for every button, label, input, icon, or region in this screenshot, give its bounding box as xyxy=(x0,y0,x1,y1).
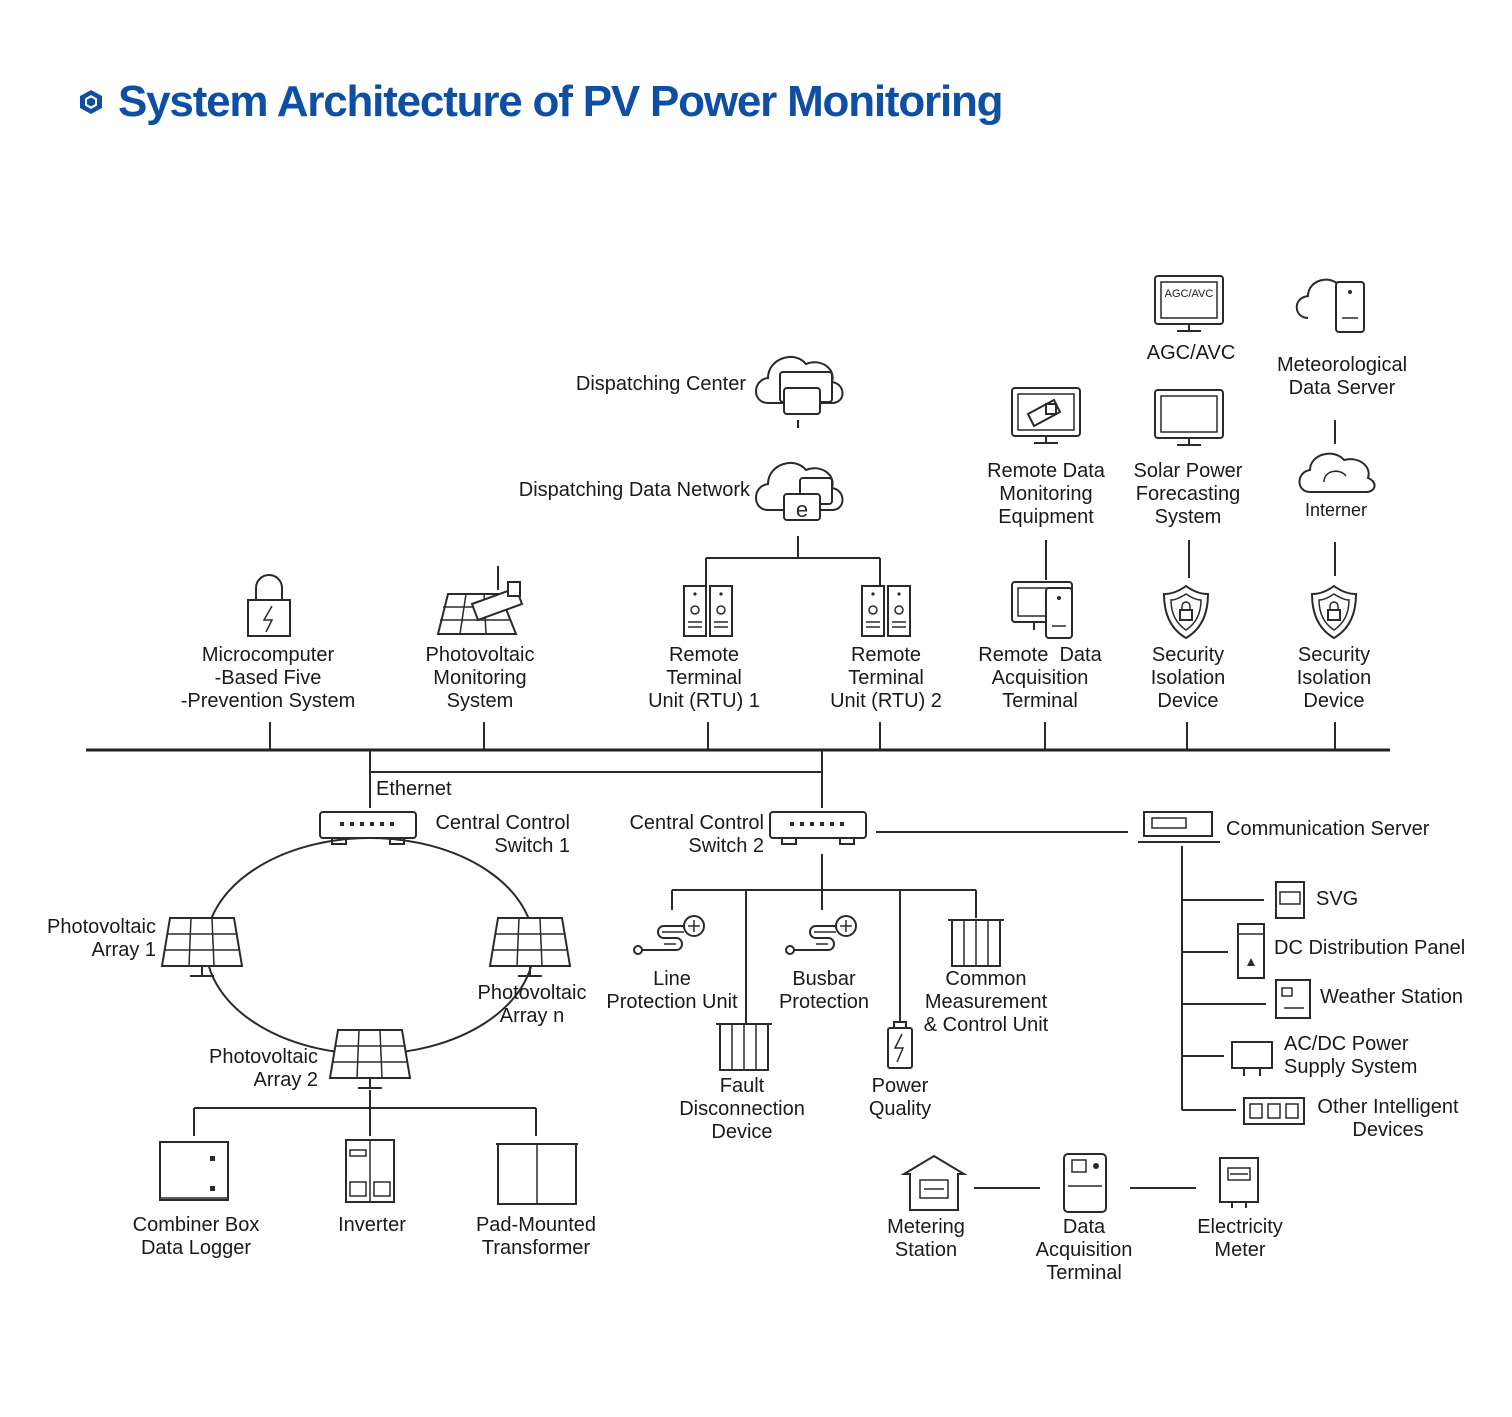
rtu-1-server-icon xyxy=(683,585,733,637)
security-isolation-device-2-label: Security Isolation Device xyxy=(1296,644,1372,712)
page-title: System Architecture of PV Power Monitori… xyxy=(118,77,1004,126)
cabinet-icon xyxy=(947,919,1005,967)
combiner-box-label: Combiner Box Data Logger xyxy=(132,1214,260,1259)
relay-icon xyxy=(633,915,705,955)
meter-icon xyxy=(1219,1157,1259,1208)
shield-lock-icon xyxy=(1163,585,1209,639)
dispatching-data-network-label: Dispatching Data Network xyxy=(518,479,750,501)
acquisition-terminal-icon xyxy=(1011,581,1073,639)
forecast-monitor-icon xyxy=(1154,389,1224,446)
solar-panel-icon xyxy=(489,917,571,977)
metering-station-label: Metering Station xyxy=(887,1216,965,1261)
pv-monitoring-icon xyxy=(436,566,524,635)
power-supply-monitor-icon xyxy=(1231,1041,1273,1076)
dc-distribution-panel-label: DC Distribution Panel xyxy=(1274,937,1466,959)
relay-icon xyxy=(785,915,857,955)
remote-data-monitoring-equipment-label: Remote Data Monitoring Equipment xyxy=(987,460,1105,528)
pad-mounted-transformer-label: Pad-Mounted Transformer xyxy=(475,1214,597,1259)
other-intelligent-devices-label: Other Intelligent Devices xyxy=(1317,1096,1459,1141)
ethernet-label: Ethernet xyxy=(376,778,452,800)
security-isolation-device-1-label: Security Isolation Device xyxy=(1150,644,1226,712)
common-measurement-control-label: Common Measurement & Control Unit xyxy=(923,968,1049,1036)
dispatching-network-icon: e xyxy=(755,461,844,522)
svg-label: SVG xyxy=(1316,888,1359,910)
pv-array-2-label: Photovoltaic Array 2 xyxy=(209,1046,318,1091)
solar-panel-icon xyxy=(161,917,243,977)
rack-server-icon xyxy=(1138,811,1220,843)
weather-station-label: Weather Station xyxy=(1320,986,1464,1008)
internet-label: Interner xyxy=(1304,500,1368,520)
solar-panel-icon xyxy=(329,1029,411,1089)
pv-monitoring-system-label: Photovoltaic Monitoring System xyxy=(425,644,535,712)
data-terminal-icon xyxy=(1063,1153,1107,1213)
solar-power-forecasting-label: Solar Power Forecasting System xyxy=(1133,460,1243,528)
network-switch-icon xyxy=(769,811,867,845)
padlock-icon xyxy=(247,574,291,637)
dispatching-center-icon xyxy=(755,355,844,415)
meteorological-data-server-label: Meteorological Data Server xyxy=(1276,354,1408,399)
rtu-1-label: Remote Terminal Unit (RTU) 1 xyxy=(648,644,760,712)
cloud-server-icon xyxy=(1295,278,1365,333)
dispatching-center-label: Dispatching Center xyxy=(575,373,746,395)
ac-dc-power-supply-label: AC/DC Power Supply System xyxy=(1284,1033,1418,1078)
pv-array-1-label: Photovoltaic Array 1 xyxy=(47,916,156,961)
combiner-box-icon xyxy=(159,1141,229,1201)
dc-panel-icon xyxy=(1237,923,1265,979)
fault-disconnection-device-label: Fault Disconnection Device xyxy=(679,1075,805,1143)
remote-data-acquisition-terminal-label: Remote Data Acquisition Terminal xyxy=(978,644,1102,712)
agc-avc-monitor-icon xyxy=(1154,275,1224,332)
electricity-meter-label: Electricity Meter xyxy=(1197,1216,1283,1261)
inverter-label: Inverter xyxy=(338,1214,406,1236)
agc-avc-screen-text: AGC/AVC xyxy=(1164,288,1214,300)
power-quality-label: Power Quality xyxy=(868,1075,932,1120)
svg-device-icon xyxy=(1275,881,1305,919)
svg-text:e: e xyxy=(796,497,808,522)
line-protection-unit-label: Line Protection Unit xyxy=(606,968,738,1013)
hexagon-bullet-icon xyxy=(80,90,102,114)
communication-server-label: Communication Server xyxy=(1226,818,1430,840)
rtu-2-label: Remote Terminal Unit (RTU) 2 xyxy=(830,644,942,712)
cabinet-icon xyxy=(715,1023,773,1071)
inverter-icon xyxy=(345,1139,395,1203)
intelligent-devices-icon xyxy=(1243,1097,1305,1125)
weather-station-icon xyxy=(1275,979,1311,1019)
five-prevention-label: Microcomputer -Based Five -Prevention Sy… xyxy=(180,644,356,712)
house-meter-icon xyxy=(900,1154,968,1211)
central-control-switch-1-label: Central Control Switch 1 xyxy=(435,812,570,857)
data-acquisition-terminal-label: Data Acquisition Terminal xyxy=(1035,1216,1133,1284)
title-block: System Architecture of PV Power Monitori… xyxy=(78,72,1004,132)
rtu-2-server-icon xyxy=(861,585,911,637)
camera-monitor-icon xyxy=(1011,387,1081,444)
internet-cloud-icon xyxy=(1298,452,1376,493)
busbar-protection-label: Busbar Protection xyxy=(778,968,870,1013)
central-control-switch-2-label: Central Control Switch 2 xyxy=(629,812,764,857)
agc-avc-label: AGC/AVC xyxy=(1146,342,1236,364)
transformer-icon xyxy=(496,1143,578,1205)
shield-lock-icon xyxy=(1311,585,1357,639)
battery-icon xyxy=(887,1021,913,1069)
pv-array-n-label: Photovoltaic Array n xyxy=(477,982,587,1027)
